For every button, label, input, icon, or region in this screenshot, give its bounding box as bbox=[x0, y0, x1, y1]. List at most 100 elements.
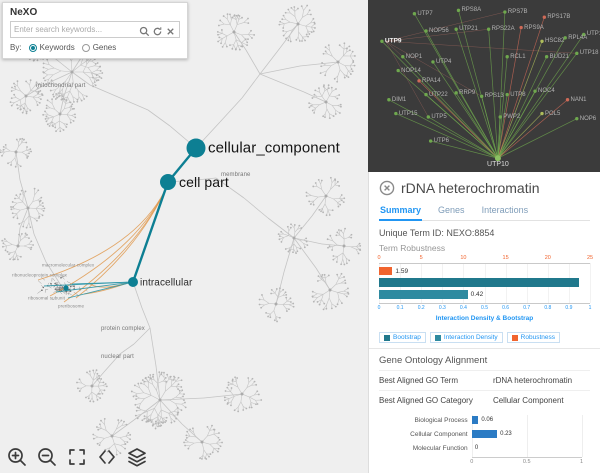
top-axis-tick-label: 20 bbox=[544, 255, 551, 261]
collapse-expand-button[interactable] bbox=[96, 446, 118, 468]
radio-keywords[interactable]: Keywords bbox=[28, 43, 75, 52]
gene-node[interactable]: NOP1 bbox=[405, 53, 423, 60]
legend-swatch bbox=[434, 334, 441, 341]
gene-node[interactable]: RPS17B bbox=[547, 14, 571, 21]
radio-genes[interactable]: Genes bbox=[81, 43, 116, 52]
cluster-node[interactable] bbox=[63, 285, 69, 291]
term-label[interactable]: intracellular bbox=[140, 277, 193, 289]
right-column: UTP7 RPS8A RPS7B RPS17B UTP9 NOP56 UTP21 RPS22A… bbox=[368, 0, 600, 473]
gene-node[interactable]: UTP18 bbox=[579, 50, 599, 57]
term-label[interactable]: ribosomal subunit bbox=[28, 295, 65, 301]
refresh-icon[interactable] bbox=[152, 24, 163, 36]
close-icon[interactable] bbox=[379, 180, 395, 196]
gene-network-svg[interactable] bbox=[368, 0, 600, 172]
gene-node[interactable]: UTP21 bbox=[459, 26, 478, 33]
robustness-chart-title: Term Robustness bbox=[379, 243, 446, 253]
go-bar-category-label: Molecular Function bbox=[412, 445, 468, 452]
search-mode-row: By: Keywords Genes bbox=[10, 43, 180, 52]
gene-node[interactable]: POL5 bbox=[545, 110, 561, 117]
gene-node[interactable]: RPS22A bbox=[491, 26, 515, 33]
legend-chip[interactable]: Robustness bbox=[506, 332, 560, 343]
gridline bbox=[526, 415, 528, 457]
layers-button[interactable] bbox=[126, 446, 148, 468]
term-label[interactable]: cell part bbox=[179, 174, 229, 190]
gene-node[interactable]: UTP13 bbox=[586, 31, 600, 38]
gene-node[interactable]: HSC82 bbox=[545, 38, 565, 45]
legend-chip[interactable]: Bootstrap bbox=[379, 332, 426, 343]
tab-summary[interactable]: Summary bbox=[379, 203, 423, 221]
tab-interactions[interactable]: Interactions bbox=[481, 205, 529, 215]
ontology-tree-svg[interactable] bbox=[0, 0, 368, 473]
robustness-bar-label: 1.59 bbox=[395, 268, 409, 275]
gene-node[interactable]: RCL1 bbox=[510, 53, 526, 60]
node-cellular-component[interactable] bbox=[186, 138, 206, 158]
gene-node[interactable]: UTP8 bbox=[510, 91, 526, 98]
bottom-axis-tick-label: 0.1 bbox=[396, 305, 404, 311]
by-label: By: bbox=[10, 43, 22, 52]
legend-chip[interactable]: Interaction Density bbox=[429, 332, 503, 343]
gene-node[interactable]: RRP9 bbox=[459, 89, 476, 96]
term-detail-panel: rDNA heterochromatin Summary Genes Inter… bbox=[368, 172, 600, 473]
gene-node[interactable]: UTP7 bbox=[417, 10, 433, 17]
term-label[interactable]: cellular_component bbox=[208, 139, 340, 157]
gene-node[interactable]: RPS13 bbox=[484, 93, 504, 100]
gridline bbox=[581, 415, 583, 457]
term-label[interactable]: membrane bbox=[221, 172, 251, 178]
term-label[interactable]: mitochondrial part bbox=[36, 83, 86, 89]
fit-content-button[interactable] bbox=[66, 446, 88, 468]
divider bbox=[369, 348, 600, 349]
zoom-out-button[interactable] bbox=[36, 446, 58, 468]
gene-node[interactable]: UTP22 bbox=[429, 91, 448, 98]
node-cell-part[interactable] bbox=[160, 174, 176, 190]
gene-node[interactable]: UTP4 bbox=[435, 58, 452, 65]
term-label[interactable]: ribonucleoprotein complex bbox=[12, 272, 68, 278]
gene-node-hub[interactable]: UTP10 bbox=[487, 161, 509, 169]
gene-node[interactable]: NAN1 bbox=[570, 96, 587, 103]
go-row-label: Best Aligned GO Term bbox=[379, 376, 458, 385]
gene-network-panel[interactable]: UTP7 RPS8A RPS7B RPS17B UTP9 NOP56 UTP21 RPS22A… bbox=[368, 0, 600, 172]
gene-node[interactable]: RPS7B bbox=[507, 9, 528, 16]
gene-node[interactable]: RPS9A bbox=[524, 24, 544, 31]
gene-node[interactable]: NOP6 bbox=[579, 115, 597, 122]
gene-node[interactable]: NOC4 bbox=[538, 88, 555, 95]
gene-node[interactable]: UTP6 bbox=[433, 138, 449, 145]
search-box[interactable] bbox=[10, 21, 180, 38]
gene-node[interactable]: BUD21 bbox=[549, 53, 569, 60]
app-title: NeXO bbox=[10, 7, 38, 18]
clear-icon[interactable] bbox=[165, 24, 176, 35]
gene-node[interactable]: UTP5 bbox=[431, 113, 447, 120]
canvas-toolbar bbox=[6, 446, 148, 468]
tab-genes[interactable]: Genes bbox=[438, 205, 465, 215]
gene-node[interactable]: UTP15 bbox=[398, 110, 418, 117]
gene-node[interactable]: DIM1 bbox=[391, 96, 407, 103]
go-alignment-row: Best Aligned GO Category Cellular Compon… bbox=[379, 390, 590, 410]
top-axis-line bbox=[379, 263, 590, 264]
gene-node[interactable]: PWP2 bbox=[503, 113, 521, 120]
zoom-in-button[interactable] bbox=[6, 446, 28, 468]
term-label[interactable]: preribosome bbox=[58, 303, 85, 309]
node-intracellular[interactable] bbox=[128, 277, 138, 287]
top-axis-tick-label: 0 bbox=[377, 255, 381, 261]
go-bar-category-label: Biological Process bbox=[414, 417, 468, 424]
term-label[interactable]: macromolecular complex bbox=[42, 262, 95, 268]
bottom-axis-tick-label: 0.6 bbox=[502, 305, 510, 311]
gene-node[interactable]: RPL4A bbox=[568, 34, 588, 41]
gene-node[interactable]: RPS8A bbox=[461, 7, 482, 14]
search-icon[interactable] bbox=[139, 24, 150, 37]
interaction-density-bar bbox=[379, 290, 468, 299]
go-bar-value-label: 0.06 bbox=[481, 417, 494, 423]
gene-node[interactable]: RPA14 bbox=[422, 77, 441, 84]
bottom-axis-tick-label: 0.4 bbox=[459, 305, 467, 311]
gene-node[interactable]: UTP9 bbox=[384, 37, 402, 45]
term-label[interactable]: protein complex bbox=[101, 326, 145, 332]
radio-genes-dot[interactable] bbox=[81, 43, 90, 52]
radio-keywords-dot[interactable] bbox=[28, 43, 37, 52]
search-input[interactable] bbox=[14, 25, 137, 34]
gene-node[interactable]: NOP14 bbox=[401, 67, 421, 74]
go-bar-value-label: 0.23 bbox=[500, 431, 512, 437]
bottom-axis-tick-label: 0.3 bbox=[438, 305, 446, 311]
term-label[interactable]: nuclear part bbox=[101, 354, 134, 360]
gene-node[interactable]: NOP56 bbox=[429, 27, 449, 34]
